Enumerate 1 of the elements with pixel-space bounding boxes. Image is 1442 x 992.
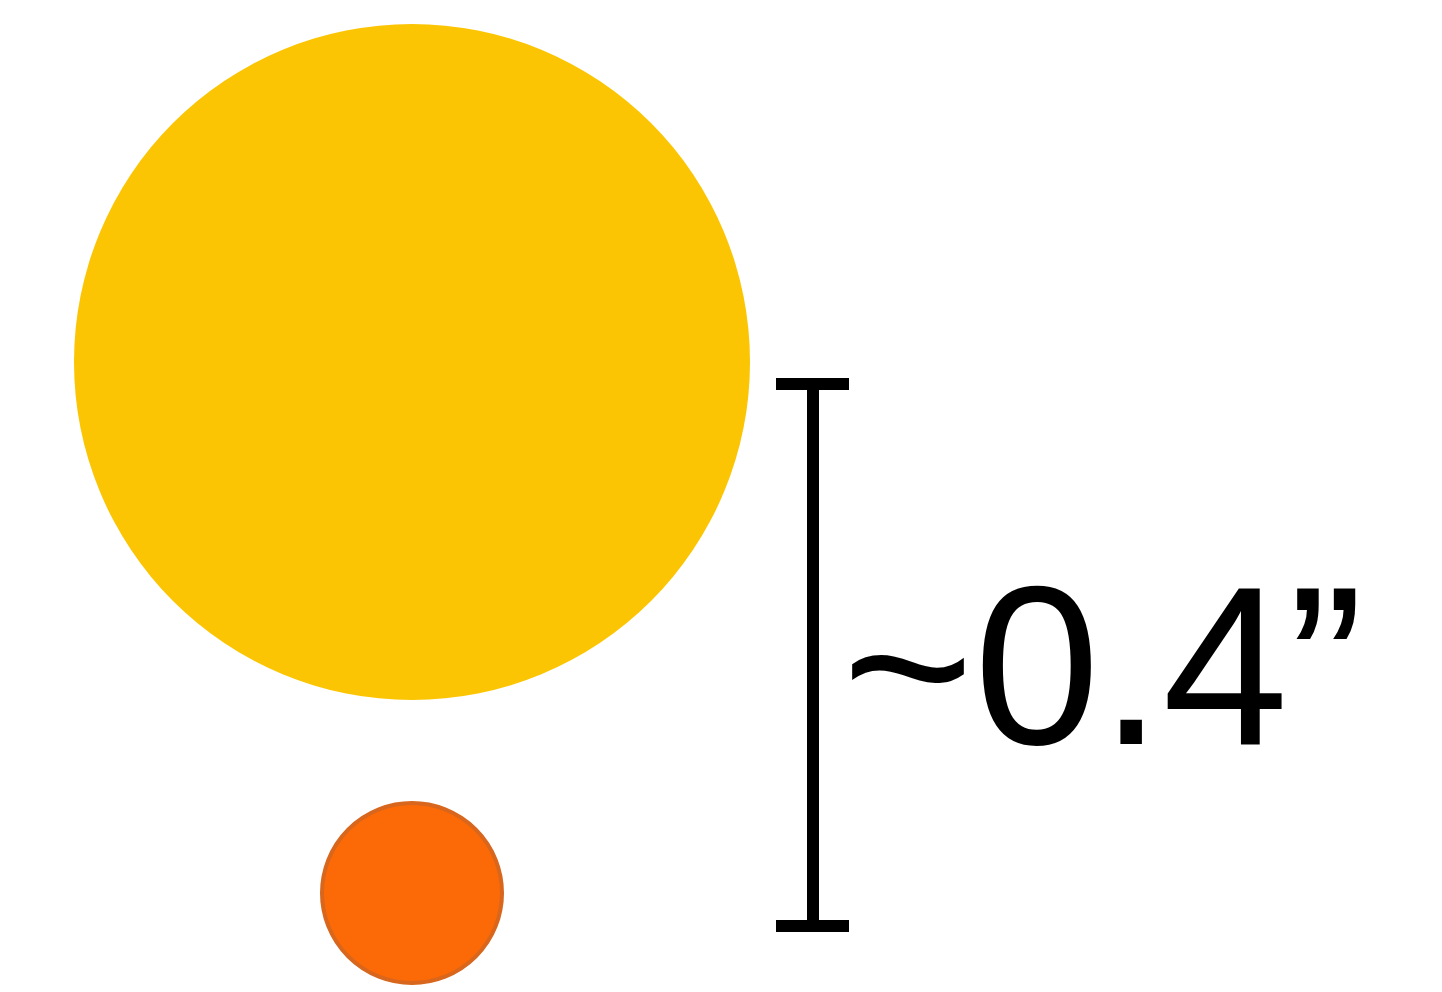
dimension-label: ~0.4”	[842, 553, 1364, 779]
